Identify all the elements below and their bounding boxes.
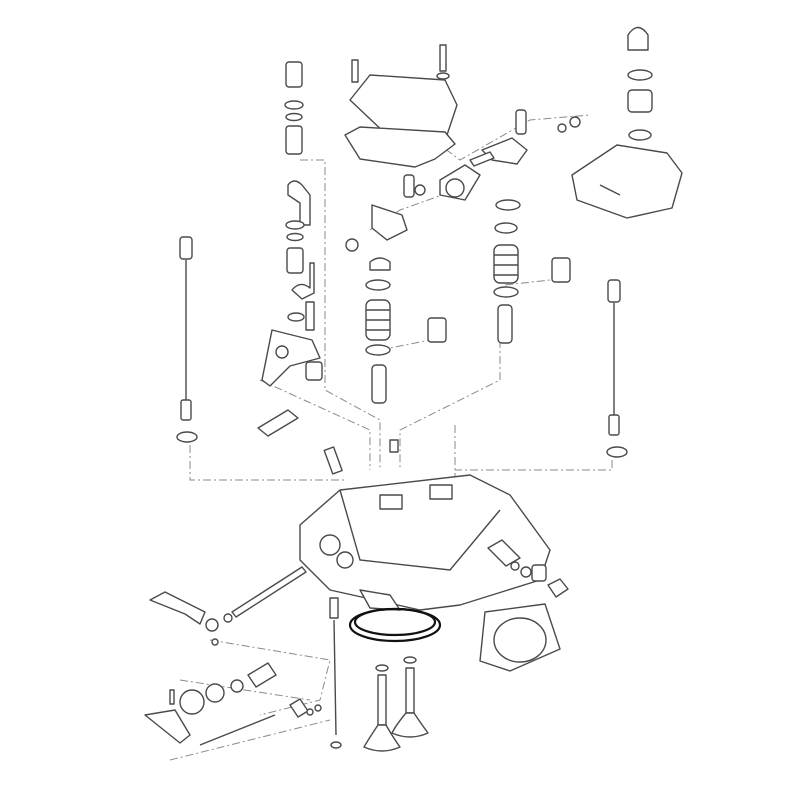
valve-left [363, 664, 401, 752]
long-stud [329, 597, 342, 749]
rocker-arm-assembly [345, 109, 581, 271]
cylinder-head [299, 439, 551, 611]
leader-lines [169, 114, 613, 761]
pushrod-right [606, 279, 628, 458]
gasket-ring [348, 607, 442, 643]
valve-right [391, 656, 429, 738]
shaft-lower [144, 662, 322, 746]
pushrod-left [176, 236, 198, 443]
valve-cover-right [571, 144, 683, 219]
fitting-stack-left [284, 61, 315, 322]
flange-gasket [479, 603, 561, 672]
valve-spring-left [365, 279, 447, 404]
bracket [257, 301, 323, 437]
valve-spring-right [493, 199, 571, 344]
shaft-upper [149, 566, 307, 646]
cap-stack-right [627, 26, 653, 160]
plug-parts-right [487, 539, 569, 598]
valve-cover-center [344, 44, 458, 168]
